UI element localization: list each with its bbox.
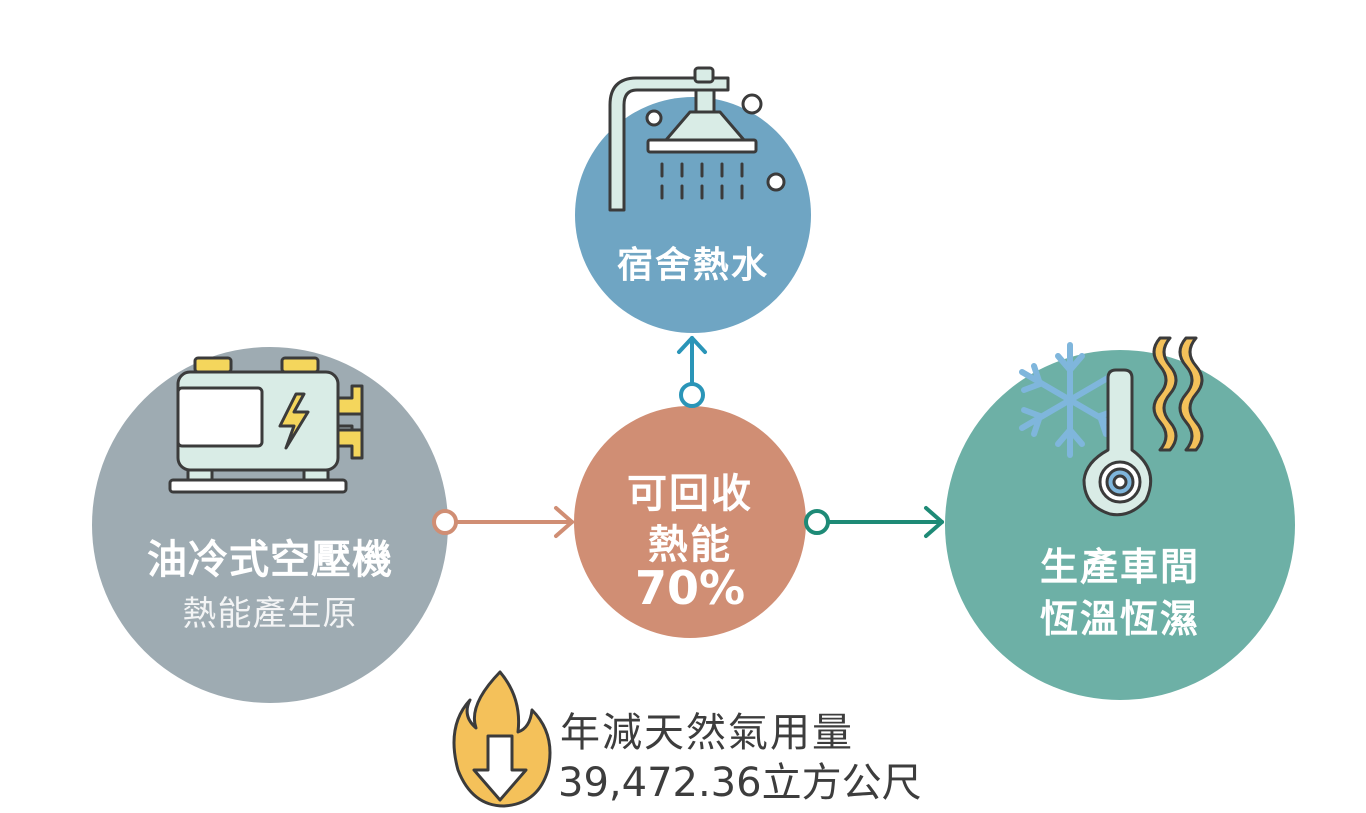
heat-waves-icon	[1152, 336, 1204, 452]
hub-label-line1: 可回收	[627, 471, 753, 517]
savings-label: 年減天然氣用量	[560, 710, 854, 756]
flame-down-arrow-icon	[452, 670, 552, 808]
thermostat-snowflake-heat-icon	[1019, 336, 1204, 517]
hub-circle	[574, 406, 806, 638]
source-subtitle: 熱能產生原	[182, 594, 358, 634]
hub-label-line2: 熱能	[648, 522, 732, 568]
top-circle	[575, 97, 811, 333]
arrow-hub-to-right	[804, 506, 944, 538]
right-label-line2: 恆溫恆濕	[1039, 597, 1200, 641]
savings-value: 39,472.36立方公尺	[558, 760, 922, 806]
right-circle	[945, 350, 1295, 700]
top-title: 宿舍熱水	[616, 245, 769, 286]
air-compressor-icon	[168, 356, 364, 494]
hub-percent: 70%	[634, 561, 746, 615]
source-title: 油冷式空壓機	[147, 537, 393, 583]
arrow-source-to-hub	[432, 506, 574, 538]
shower-icon	[608, 66, 786, 212]
snowflake-icon	[1019, 342, 1121, 458]
arrow-hub-to-top	[677, 336, 707, 408]
right-label-line1: 生產車間	[1039, 545, 1200, 589]
